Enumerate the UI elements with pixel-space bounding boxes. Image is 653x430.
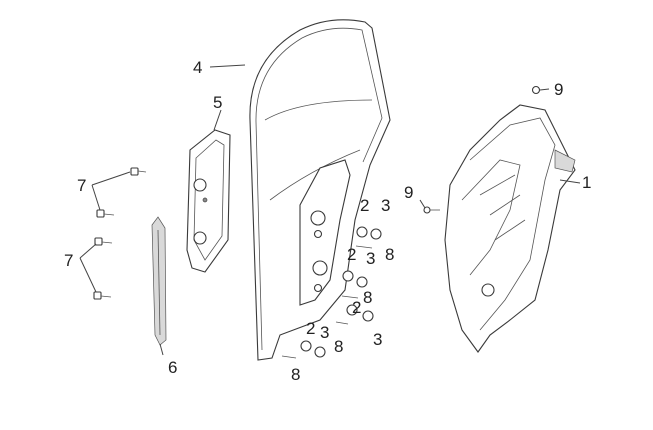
screw-9-side — [423, 206, 440, 214]
nut-washer-set-middle — [341, 270, 368, 299]
nut-washer-set-upper — [355, 226, 382, 249]
callout-3b: 3 — [366, 249, 375, 268]
callout-9b: 9 — [404, 183, 413, 202]
callout-3d: 3 — [320, 323, 329, 342]
callout-2b: 2 — [347, 245, 356, 264]
right-fairing-part — [444, 104, 576, 353]
callout-7b: 7 — [64, 251, 73, 270]
callout-9a: 9 — [554, 80, 563, 99]
screw-7-upper-b — [96, 209, 115, 218]
callout-2c: 2 — [352, 298, 361, 317]
callout-3a: 3 — [381, 196, 390, 215]
vertical-strip-part — [151, 216, 167, 346]
nut-washer-set-lower — [335, 304, 374, 325]
callout-8b: 8 — [363, 288, 372, 307]
callout-6: 6 — [168, 358, 177, 377]
callout-3c: 3 — [373, 330, 382, 349]
callout-2d: 2 — [306, 319, 315, 338]
windshield-part — [249, 19, 391, 361]
screw-7-lower-a — [94, 237, 113, 246]
callout-labels: 1 2 2 2 2 3 3 3 3 4 5 6 7 7 8 8 8 8 9 9 — [64, 58, 591, 384]
screw-7-upper-a — [130, 167, 147, 176]
callout-5: 5 — [213, 93, 222, 112]
callout-7a: 7 — [77, 176, 86, 195]
callout-1: 1 — [582, 173, 591, 192]
callout-4: 4 — [193, 58, 202, 77]
leader-lines — [79, 64, 581, 356]
callout-8c: 8 — [334, 337, 343, 356]
callout-2a: 2 — [360, 196, 369, 215]
callout-8d: 8 — [291, 365, 300, 384]
callout-8a: 8 — [385, 245, 394, 264]
nut-washer-set-bottom — [281, 340, 326, 359]
left-bracket-part — [186, 129, 231, 273]
screw-7-lower-b — [93, 291, 112, 300]
screw-9-top — [531, 85, 541, 95]
